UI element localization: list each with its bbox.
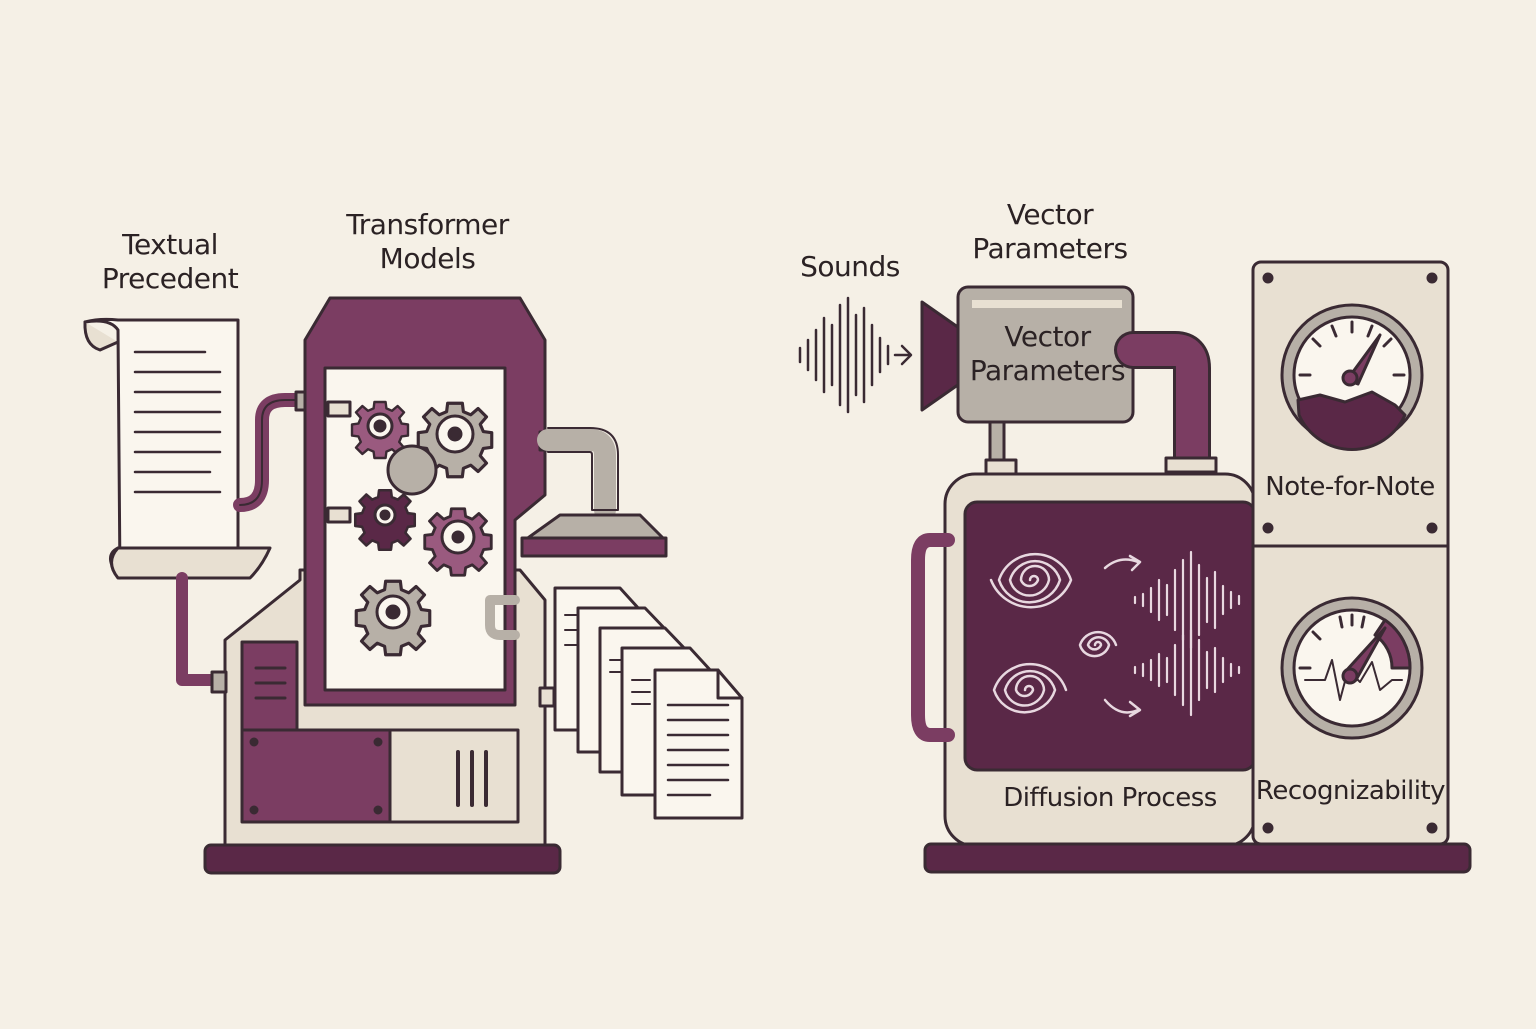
gear-icon: [350, 400, 410, 460]
label-textual-line2: Precedent: [101, 261, 239, 295]
label-vector-top-line1: Vector: [1006, 198, 1094, 231]
gear-icon: [354, 579, 432, 657]
document-stack-icon: [553, 586, 744, 820]
spiral-icon: [989, 550, 1241, 718]
gear-icon: [416, 401, 494, 479]
label-vector-box-line1: Vector: [1004, 320, 1091, 353]
label-vector-top-line2: Parameters: [972, 231, 1128, 265]
gauge-icon: [1280, 303, 1424, 451]
label-transformer-models: Transformer Models: [335, 208, 520, 275]
label-textual-line1: Textual: [122, 228, 218, 261]
gear-icon: [353, 488, 417, 552]
soundwave-icon: [798, 296, 913, 414]
left-machine: [83, 296, 744, 875]
label-transformer-line1: Transformer: [346, 208, 509, 241]
gauge-icon: [1280, 596, 1424, 740]
label-diffusion-process: Diffusion Process: [1003, 783, 1217, 813]
label-note-for-note: Note-for-Note: [1265, 472, 1435, 502]
gear-icon: [423, 507, 493, 577]
label-transformer-line2: Models: [379, 241, 476, 275]
right-machine: [798, 260, 1472, 874]
label-sounds: Sounds: [800, 250, 900, 283]
label-vector-box-line2: Parameters: [969, 353, 1126, 387]
label-vector-parameters-top: Vector Parameters: [965, 198, 1135, 265]
label-recognizability: Recognizability: [1255, 776, 1446, 806]
label-textual-precedent: Textual Precedent: [95, 228, 245, 295]
gear-icon: [386, 444, 438, 496]
label-vector-parameters-box: Vector Parameters: [965, 320, 1130, 387]
scroll-icon: [83, 317, 272, 580]
